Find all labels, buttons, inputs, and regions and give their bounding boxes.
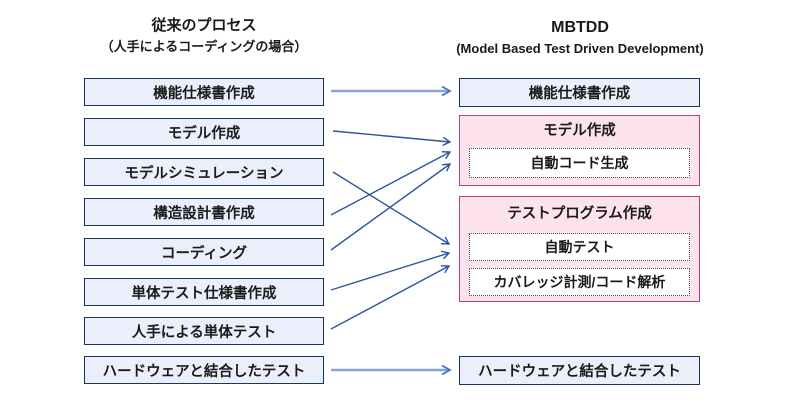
mbtdd-test-program-group: テストプログラム作成 自動テスト カバレッジ計測/コード解析 <box>459 196 700 302</box>
right-column-subtitle: (Model Based Test Driven Development) <box>456 41 704 56</box>
arrow-model-simulation <box>332 171 451 245</box>
step-unit-test-spec: 単体テスト仕様書作成 <box>84 278 324 306</box>
mbtdd-coverage-analysis: カバレッジ計測/コード解析 <box>469 268 690 296</box>
mbtdd-model-creation-group: モデル作成 自動コード生成 <box>459 115 700 186</box>
mbtdd-functional-spec: 機能仕様書作成 <box>459 78 700 107</box>
mbtdd-test-program-title: テストプログラム作成 <box>507 206 652 222</box>
mbtdd-model-creation-title: モデル作成 <box>543 123 616 139</box>
left-column-title: 従来のプロセス <box>151 17 257 34</box>
right-column-title: MBTDD <box>551 19 609 36</box>
step-hardware-test: ハードウェアと結合したテスト <box>84 356 324 384</box>
step-manual-unit-test: 人手による単体テスト <box>84 317 324 345</box>
mbtdd-auto-test: 自動テスト <box>469 233 690 261</box>
mbtdd-hardware-test: ハードウェアと結合したテスト <box>459 356 700 385</box>
step-functional-spec: 機能仕様書作成 <box>84 78 324 106</box>
left-column-subtitle: （人手によるコーディングの場合） <box>100 39 308 54</box>
mbtdd-auto-code-generation: 自動コード生成 <box>469 148 690 178</box>
arrow-model-creation <box>332 130 452 146</box>
arrow-unit-test-spec <box>330 250 451 291</box>
left-column-header: 従来のプロセス （人手によるコーディングの場合） <box>44 16 364 56</box>
step-model-simulation: モデルシミュレーション <box>84 158 324 186</box>
step-coding: コーディング <box>84 238 324 266</box>
step-structural-design: 構造設計書作成 <box>84 198 324 226</box>
step-model-creation: モデル作成 <box>84 118 324 146</box>
arrow-structural-design <box>330 151 452 216</box>
right-column-header: MBTDD (Model Based Test Driven Developme… <box>420 18 740 58</box>
arrow-coding <box>330 163 452 251</box>
arrow-manual-unit-test <box>330 265 451 330</box>
